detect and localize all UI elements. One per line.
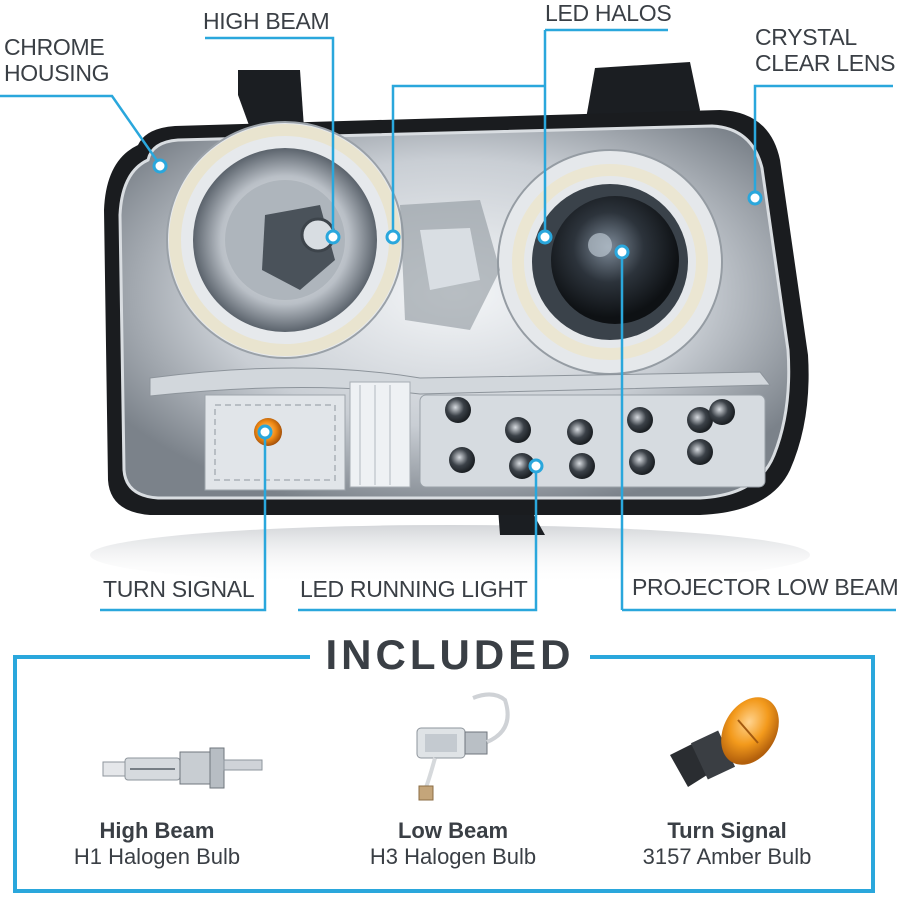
included-item-low-beam: Low Beam H3 Halogen Bulb [323,818,583,870]
low-beam-desc: H3 Halogen Bulb [369,844,537,869]
callout-chrome-housing-line1: CHROME [4,34,105,60]
callout-chrome-housing-line2: HOUSING [4,60,110,86]
callout-crystal-clear-lens: CRYSTAL CLEAR LENS [755,24,895,76]
low-beam-name: Low Beam [397,818,509,843]
h1-bulb-icon [102,747,263,789]
headlight-image [90,62,810,585]
included-item-high-beam: High Beam H1 Halogen Bulb [27,818,287,870]
callout-led-halos: LED HALOS [545,0,672,26]
callout-high-beam: HIGH BEAM [203,8,330,34]
callout-turn-signal: TURN SIGNAL [103,576,255,602]
h3-bulb-icon [416,692,510,801]
turn-signal-desc: 3157 Amber Bulb [642,844,812,869]
callout-chrome-housing: CHROME HOUSING [4,34,110,86]
included-title: INCLUDED [310,630,590,680]
turn-signal-name: Turn Signal [667,818,787,843]
callout-crystal-line2: CLEAR LENS [755,50,896,76]
callout-crystal-line1: CRYSTAL [755,24,857,50]
amber-bulb-icon [670,697,779,787]
high-beam-desc: H1 Halogen Bulb [73,844,241,869]
callout-projector-low-beam: PROJECTOR LOW BEAM [632,574,899,600]
high-beam-name: High Beam [99,818,215,843]
included-item-turn-signal: Turn Signal 3157 Amber Bulb [597,818,857,870]
callout-led-running-light: LED RUNNING LIGHT [300,576,528,602]
